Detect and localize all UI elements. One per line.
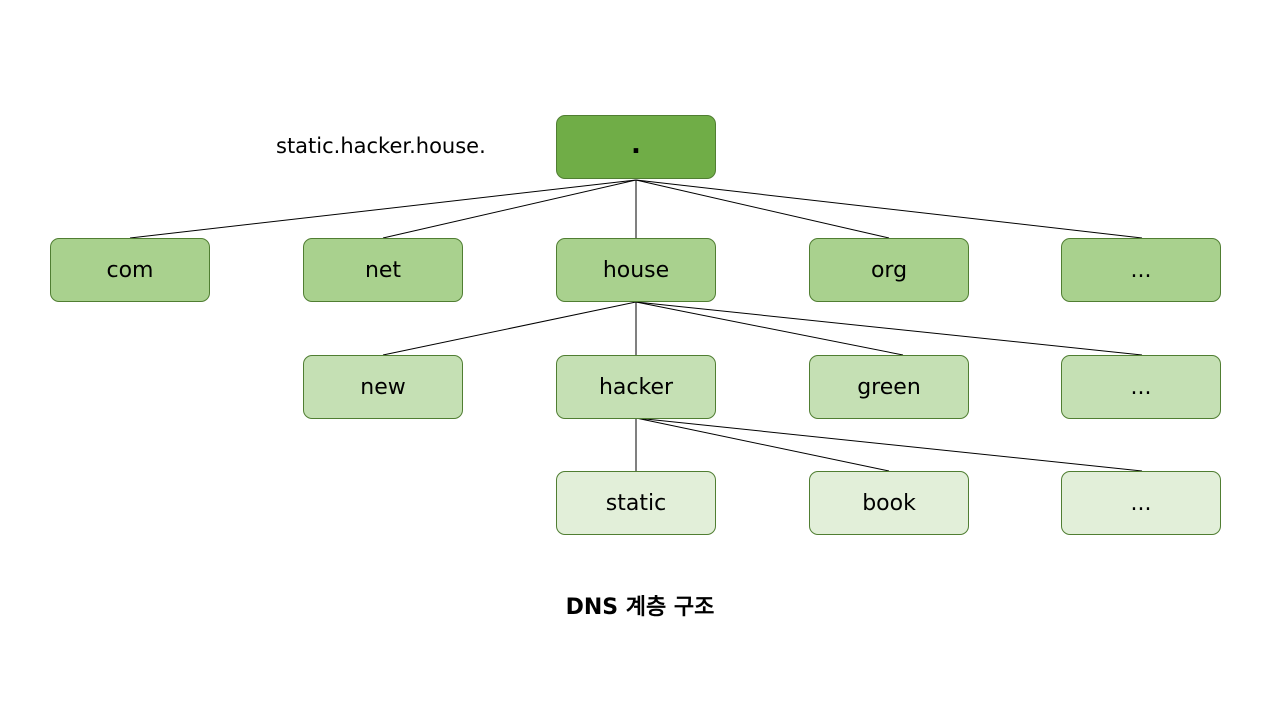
edge-root-com (129, 179, 637, 239)
root-node: . (556, 115, 716, 179)
sld-node-new: new (303, 355, 463, 419)
tld-node-org: org (809, 238, 969, 302)
edge-house-sld-more (635, 301, 1143, 356)
sld-node-green: green (809, 355, 969, 419)
edge-root-tld-more (635, 179, 1143, 239)
edge-hacker-third-more (635, 417, 1143, 472)
third-node-static: static (556, 471, 716, 535)
tld-node-house: house (556, 238, 716, 302)
third-node-book: book (809, 471, 969, 535)
diagram-caption: DNS 계층 구조 (565, 595, 715, 620)
edge-house-new (382, 301, 637, 356)
root-label: . (631, 130, 641, 160)
tld-node-com: com (50, 238, 210, 302)
edge-root-org (635, 179, 890, 239)
edge-root-net (382, 179, 637, 239)
tld-node-more: ... (1061, 238, 1221, 302)
edge-hacker-book (635, 417, 890, 472)
fqdn-label: static.hacker.house. (276, 134, 486, 158)
sld-node-hacker: hacker (556, 355, 716, 419)
tld-node-net: net (303, 238, 463, 302)
sld-node-more: ... (1061, 355, 1221, 419)
edge-house-green (635, 301, 904, 356)
third-node-more: ... (1061, 471, 1221, 535)
